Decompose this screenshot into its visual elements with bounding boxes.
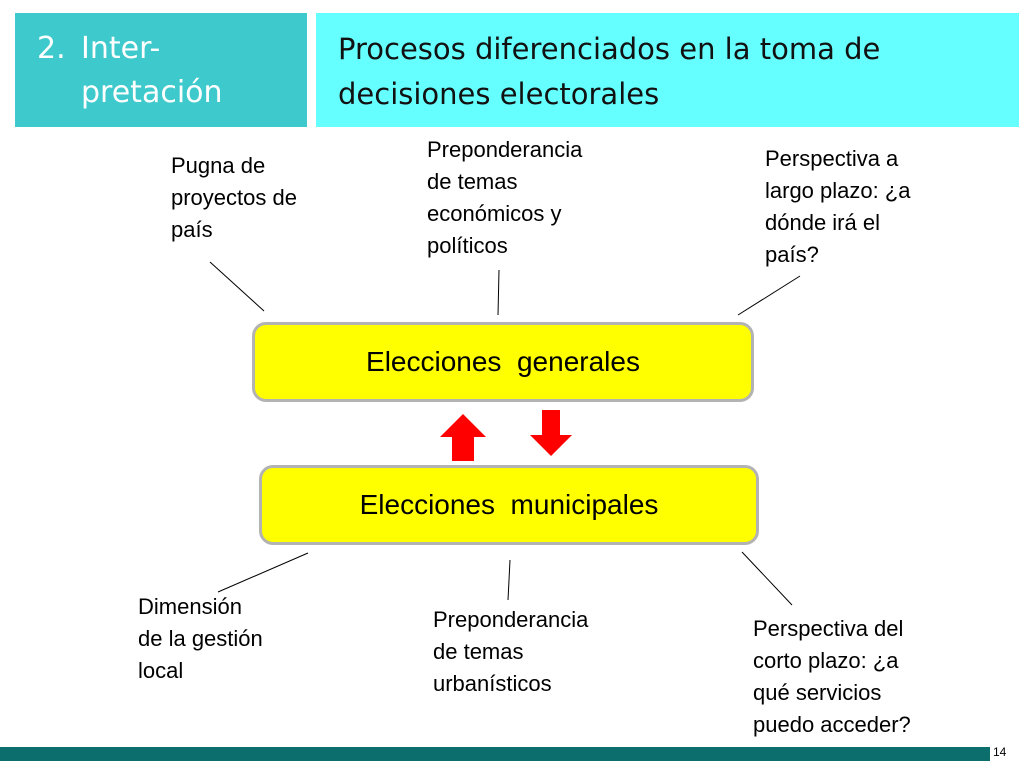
note-line: corto plazo: ¿a — [753, 648, 899, 673]
note-line: Perspectiva del — [753, 616, 904, 641]
node-elecciones-municipales: Elecciones municipales — [259, 465, 759, 545]
footer-bar — [0, 747, 990, 761]
note-line: económicos y — [427, 201, 562, 226]
connector-top-left — [209, 261, 265, 312]
note-corto-plazo: Perspectiva del corto plazo: ¿a qué serv… — [753, 613, 911, 741]
note-line: de la gestión — [138, 626, 263, 651]
connector-bottom-right — [741, 551, 793, 606]
section-label: 2. Inter- pretación — [15, 13, 307, 127]
note-line: dónde irá el — [765, 210, 880, 235]
note-line: de temas — [427, 169, 518, 194]
note-line: puedo acceder? — [753, 712, 911, 737]
note-line: país? — [765, 242, 819, 267]
section-line-1: Inter- — [81, 31, 161, 66]
note-line: local — [138, 658, 184, 683]
note-pugna-proyectos: Pugna de proyectos de país — [171, 150, 297, 246]
section-number: 2. — [37, 31, 66, 66]
title-line-1: Procesos diferenciados en la toma de — [338, 32, 881, 66]
note-line: políticos — [427, 233, 508, 258]
title-line-2: decisiones electorales — [338, 77, 660, 111]
connector-bottom-left — [217, 552, 309, 593]
node-elecciones-generales: Elecciones generales — [252, 322, 754, 402]
arrow-down-icon — [530, 410, 572, 456]
section-line-2: pretación — [81, 75, 223, 110]
note-line: largo plazo: ¿a — [765, 178, 911, 203]
note-line: Pugna de — [171, 153, 266, 178]
connector-top-center — [497, 269, 500, 316]
note-line: urbanísticos — [433, 671, 552, 696]
note-temas-economicos: Preponderancia de temas económicos y pol… — [427, 134, 582, 262]
note-line: proyectos de — [171, 185, 297, 210]
note-temas-urbanisticos: Preponderancia de temas urbanísticos — [433, 604, 588, 700]
arrow-up-icon — [440, 414, 486, 461]
slide-title: Procesos diferenciados en la toma de dec… — [316, 13, 1019, 127]
note-line: de temas — [433, 639, 524, 664]
note-line: qué servicios — [753, 680, 882, 705]
note-line: Dimensión — [138, 594, 242, 619]
note-line: país — [171, 217, 213, 242]
page-number: 14 — [993, 745, 1007, 759]
note-line: Preponderancia — [433, 607, 589, 632]
note-gestion-local: Dimensión de la gestión local — [138, 591, 263, 687]
connector-top-right — [737, 275, 801, 316]
note-line: Preponderancia — [427, 137, 583, 162]
note-line: Perspectiva a — [765, 146, 899, 171]
connector-bottom-center — [507, 559, 511, 601]
note-largo-plazo: Perspectiva a largo plazo: ¿a dónde irá … — [765, 143, 911, 271]
